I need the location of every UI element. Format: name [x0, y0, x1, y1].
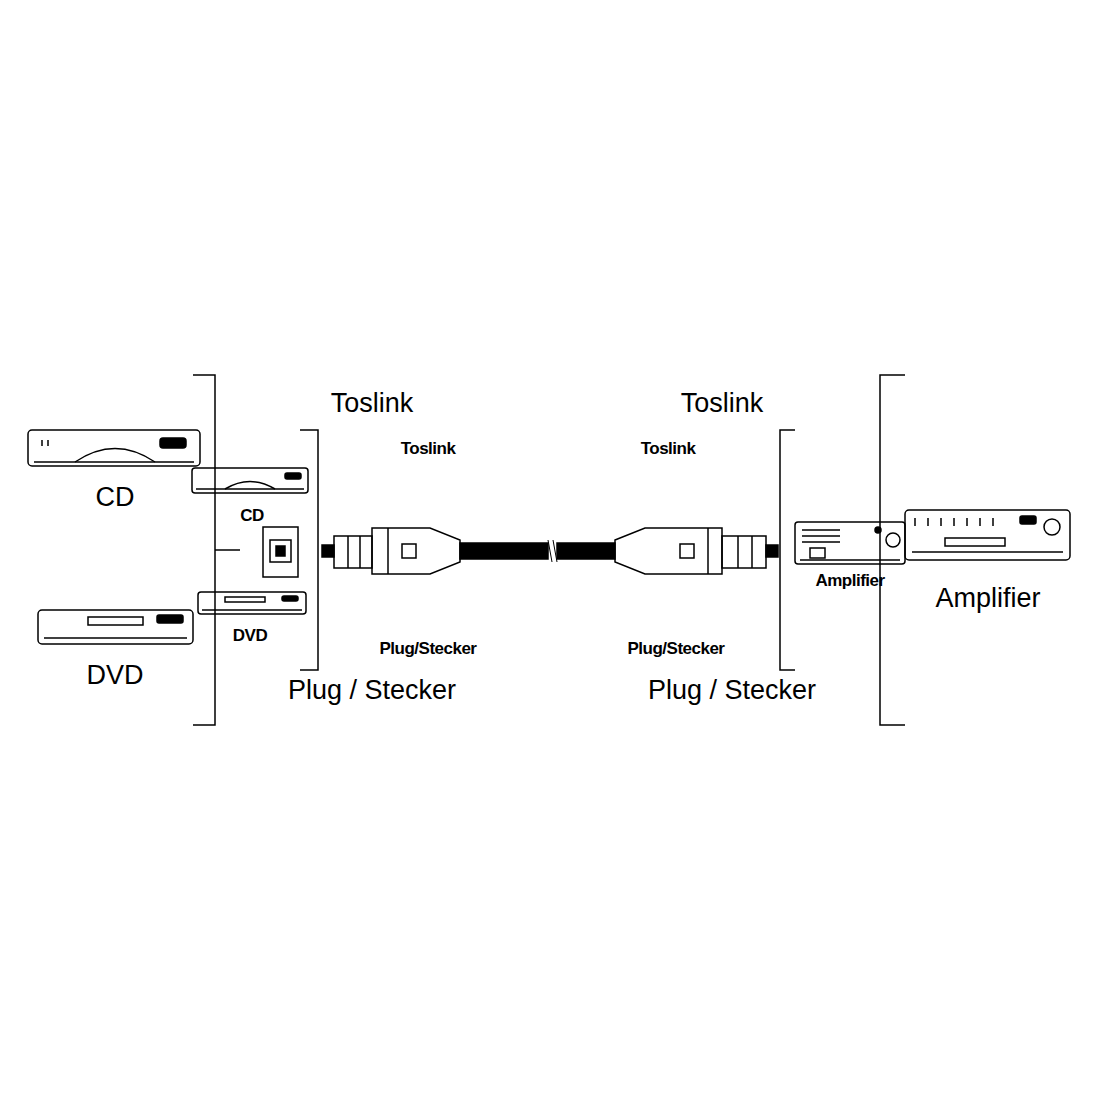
dvd-player: [38, 610, 193, 644]
amplifier: [795, 522, 905, 564]
device-label: Toslink: [401, 440, 456, 457]
device-label: Plug / Stecker: [288, 677, 456, 704]
toslink-plug: [615, 528, 778, 574]
device-label: Amplifier: [935, 585, 1040, 612]
device-label: Amplifier: [815, 572, 884, 589]
dvd-player: [198, 592, 306, 614]
cd-player: [192, 468, 308, 493]
device-label: Toslink: [681, 390, 764, 417]
cd-player: [28, 430, 200, 466]
toslink-socket: [263, 527, 298, 577]
amplifier: [905, 510, 1070, 560]
optical-cable: [460, 540, 615, 562]
device-label: Toslink: [331, 390, 414, 417]
device-label: Plug / Stecker: [648, 677, 816, 704]
toslink-plug: [322, 528, 460, 574]
device-label: DVD: [233, 627, 267, 644]
device-label: CD: [96, 484, 135, 511]
device-label: Plug/Stecker: [380, 640, 477, 657]
device-label: CD: [240, 507, 264, 524]
bracket: [193, 375, 905, 725]
device-label: DVD: [86, 662, 143, 689]
device-label: Toslink: [641, 440, 696, 457]
device-label: Plug/Stecker: [628, 640, 725, 657]
